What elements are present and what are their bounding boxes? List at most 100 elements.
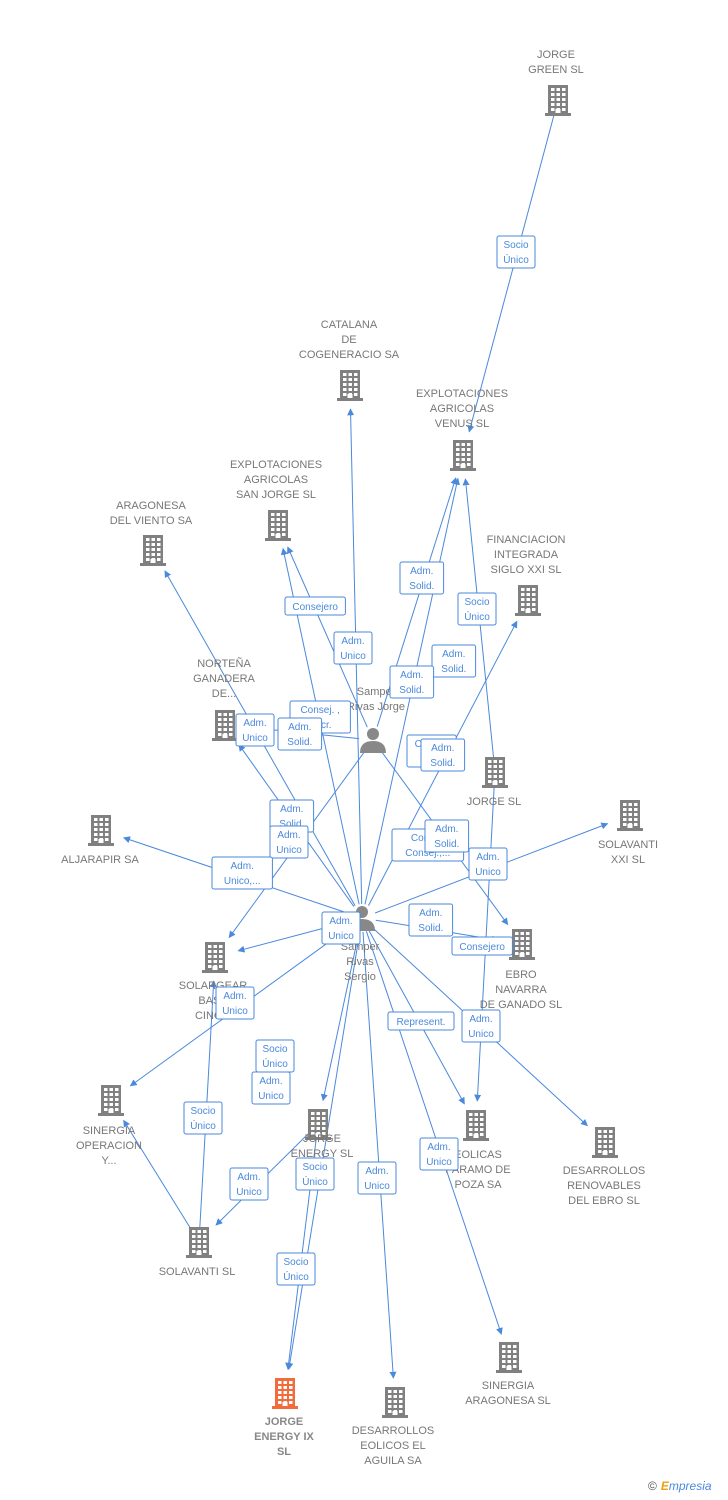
node-label-line: SOLAVANTI (598, 839, 658, 851)
edge-label-line: Solid. (409, 581, 434, 592)
edge-label-line: Solid. (430, 758, 455, 769)
building-icon (382, 1387, 408, 1418)
brand-logo-initial: E (660, 1479, 669, 1493)
edge-label[interactable]: Adm.Unico (229, 1167, 269, 1201)
empresia-credit[interactable]: ©Empresia (648, 1479, 712, 1493)
edge-label[interactable]: Adm.Unico (321, 911, 361, 945)
building-icon (212, 710, 238, 741)
edge-label[interactable]: Consejero (284, 596, 346, 616)
node-label-line: ENERGY SL (291, 1148, 354, 1160)
node-jorge_sl[interactable]: JORGE SL (467, 757, 521, 808)
edge-label[interactable]: Adm.Unico (269, 825, 309, 859)
node-label-line: XXI SL (611, 854, 645, 866)
edge-label[interactable]: Adm.Solid. (420, 738, 466, 772)
edge-label[interactable]: Adm.Solid. (399, 561, 445, 595)
node-label-line: JORGE SL (467, 796, 521, 808)
edge-label[interactable]: Adm.Unico (251, 1071, 291, 1105)
edge-label-text: Adm.Unico (340, 636, 366, 662)
edge-label-text: Adm.Unico (242, 718, 268, 744)
node-solavanti_xxi[interactable]: SOLAVANTI XXI SL (598, 800, 658, 866)
edge-label-line: Adm. (427, 1142, 450, 1153)
edge-label[interactable]: Adm.Unico (333, 631, 373, 665)
edge-label[interactable]: Adm.Solid. (431, 644, 477, 678)
edge-label-line: Socio (464, 597, 489, 608)
building-icon (496, 1342, 522, 1373)
edge-solavanti-to-sinergia_op (123, 1119, 193, 1231)
edge-label[interactable]: Adm.Solid. (424, 819, 470, 853)
edge-label-line: Adm. (341, 636, 364, 647)
edge-jorge_green-to-venus (467, 113, 555, 433)
edge-label[interactable]: Adm.Unico (461, 1009, 501, 1043)
edge-label-line: Adm. (476, 852, 499, 863)
edge-label[interactable]: Adm.Unico (215, 986, 255, 1020)
edge-label-line: Socio (262, 1044, 287, 1055)
node-label-line: GANADERA (193, 673, 255, 685)
edge-label[interactable]: Adm.Solid. (277, 717, 323, 751)
edge-label[interactable]: Adm.Unico,... (211, 856, 273, 890)
node-aljarapir[interactable]: ALJARAPIR SA (61, 815, 139, 866)
node-label-line: Rivas Jorge (347, 701, 405, 713)
building-icon (140, 535, 166, 566)
edge-label[interactable]: Adm.Solid. (269, 799, 315, 833)
node-label-line: DE GANADO SL (480, 999, 563, 1011)
edge-label[interactable]: Adm.Unico (419, 1137, 459, 1171)
edge-label-line: Adm. (400, 670, 423, 681)
edge-label-line: Adm. (277, 830, 300, 841)
node-label-line: ENERGY IX (254, 1431, 314, 1443)
node-label-line: OPERACION (76, 1140, 142, 1152)
node-solavanti[interactable]: SOLAVANTI SL (159, 1227, 236, 1278)
edge-label[interactable]: Consejero (451, 936, 513, 956)
edge-label-text: Adm.Solid. (430, 743, 455, 769)
edge-label[interactable]: Adm.Unico (235, 713, 275, 747)
edge-label-text: Adm.Solid. (441, 649, 466, 675)
node-label-line: AGUILA SA (364, 1455, 422, 1467)
edge-label[interactable]: Adm.Solid. (389, 665, 435, 699)
node-label-line: EOLICOS EL (360, 1440, 425, 1452)
edge-label[interactable]: Represent. (387, 1011, 455, 1031)
edge-label[interactable]: Adm.Solid. (408, 903, 454, 937)
edge-label-text: Represent. (397, 1017, 446, 1028)
edge-label[interactable]: Adm.Unico (468, 847, 508, 881)
edge-label-line: Adm. (469, 1014, 492, 1025)
edge-label-text: Adm.Unico (236, 1172, 262, 1198)
node-label-line: EOLICAS (454, 1149, 502, 1161)
node-label-line: CATALANA (321, 319, 378, 331)
node-label-line: ARAGONESA SL (465, 1395, 551, 1407)
node-label-line: ARAGONESA (116, 500, 186, 512)
node-label-line: Samper (357, 686, 396, 698)
edge-label-text: Adm.Unico (468, 1014, 494, 1040)
building-icon (98, 1085, 124, 1116)
node-label-line: FINANCIACION (487, 534, 566, 546)
edge-label[interactable]: Adm.Unico (357, 1161, 397, 1195)
